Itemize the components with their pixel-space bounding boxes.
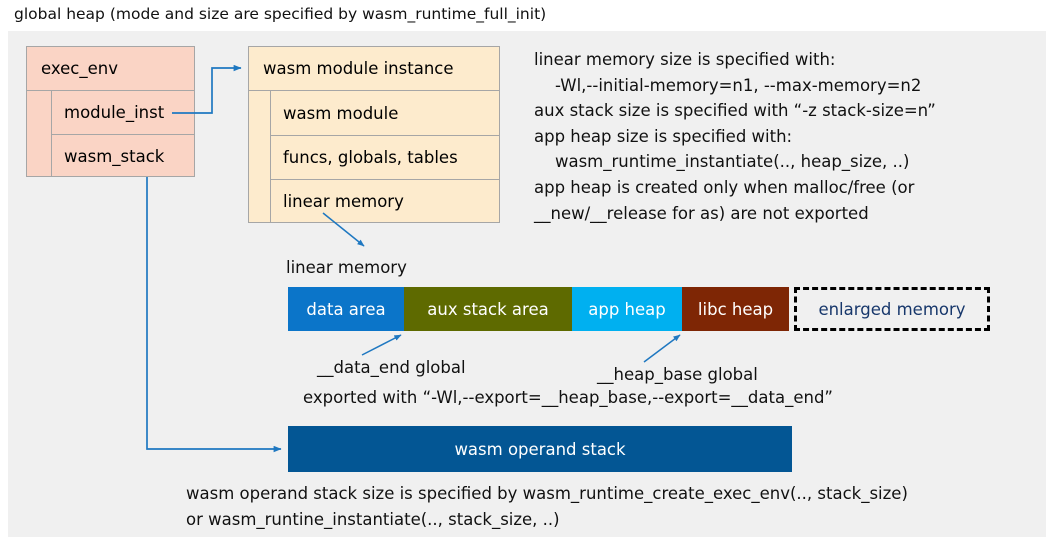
exec-env-row-wasm-stack: wasm_stack [52, 134, 194, 177]
wasm-module-instance-header: wasm module instance [249, 47, 499, 91]
memory-segment: data area [288, 287, 404, 331]
wasm-operand-stack-box: wasm operand stack [288, 426, 792, 472]
operand-stack-notes: wasm operand stack size is specified by … [186, 484, 908, 529]
page-title: global heap (mode and size are specified… [14, 5, 547, 23]
row-wasm-module: wasm module [283, 103, 399, 123]
memory-segment: app heap [572, 287, 682, 331]
memory-segment: enlarged memory [794, 287, 990, 331]
exec-env-header: exec_env [27, 47, 194, 91]
annotation-heap-base: __heap_base global [597, 365, 758, 384]
row-funcs-globals-tables: funcs, globals, tables [271, 135, 499, 179]
wasm-module-instance-box: wasm module instance wasm module funcs, … [248, 46, 500, 223]
exec-env-rows: module_inst wasm_stack [52, 91, 194, 177]
exec-env-row-module-inst: module_inst [64, 103, 165, 122]
memory-segment: libc heap [682, 287, 789, 331]
linear-memory-caption: linear memory [286, 258, 407, 277]
wasm-module-instance-body: wasm module funcs, globals, tables linea… [249, 91, 499, 223]
exec-env-gutter [27, 91, 52, 177]
wasm-module-instance-rows: wasm module funcs, globals, tables linea… [271, 91, 499, 223]
wasm-module-instance-gutter [249, 91, 271, 223]
linear-memory-notes: linear memory size is specified with: -W… [534, 50, 936, 223]
memory-segment: aux stack area [404, 287, 572, 331]
row-linear-memory: linear memory [271, 179, 499, 223]
exec-env-box: exec_env module_inst wasm_stack [26, 46, 195, 177]
annotation-export-flags: exported with “-Wl,--export=__heap_base,… [303, 388, 833, 407]
annotation-data-end: __data_end global [317, 358, 466, 377]
exec-env-body: module_inst wasm_stack [27, 91, 194, 177]
